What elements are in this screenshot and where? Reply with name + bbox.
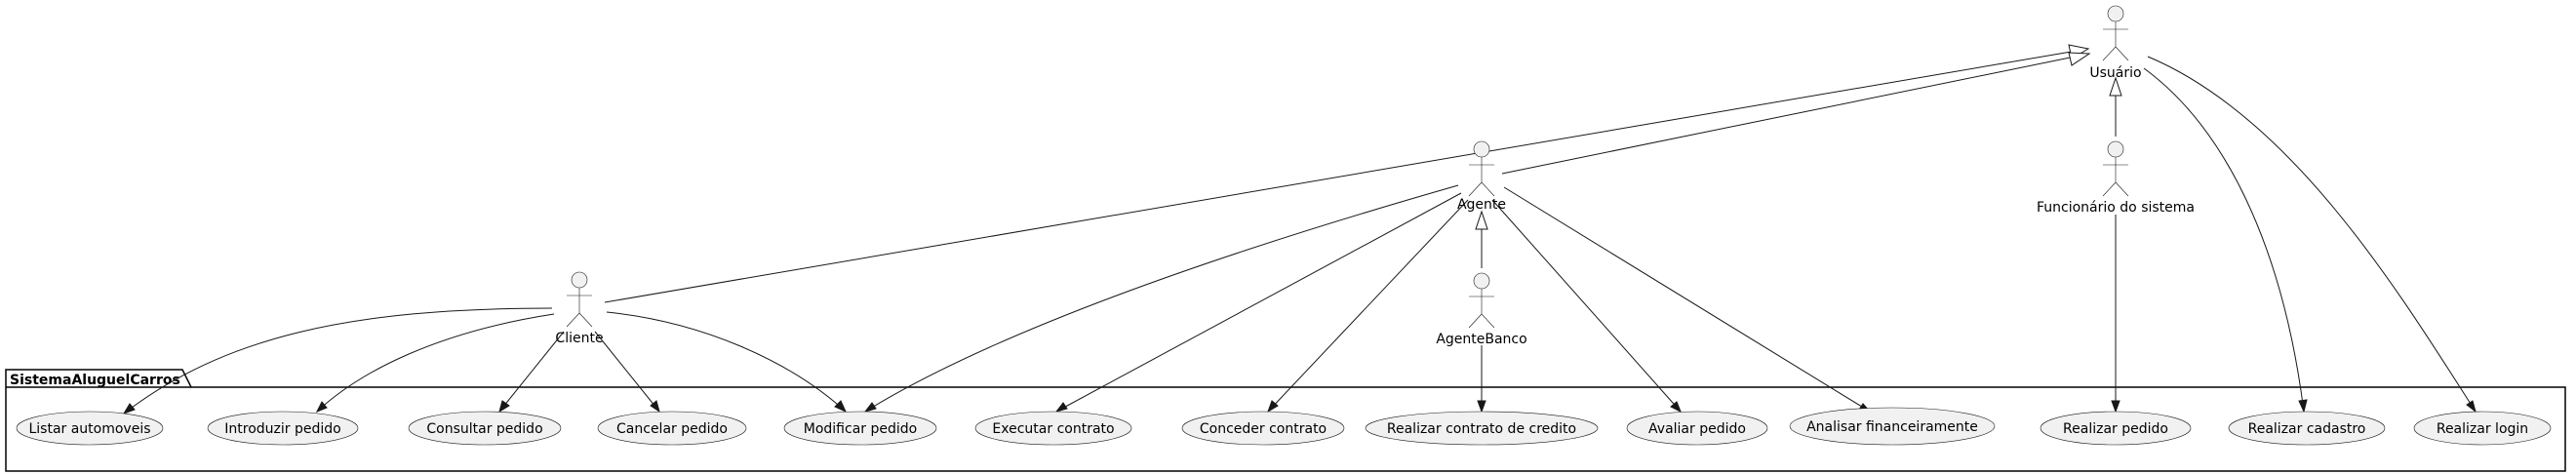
agente-to-modificar — [864, 184, 1459, 413]
use-case-realizar-contrato-credito: Realizar contrato de credito — [1365, 411, 1599, 446]
actor-cliente: Cliente — [555, 271, 604, 346]
generalization-head — [2068, 52, 2091, 66]
system-package: SistemaAluguelCarros — [5, 369, 2566, 472]
use-case-label: Conceder contrato — [1200, 421, 1327, 437]
actor-agente-label: Agente — [1457, 197, 1506, 213]
use-case-label: Realizar contrato de credito — [1387, 421, 1576, 437]
use-case-label: Realizar cadastro — [2248, 421, 2366, 437]
package-title: SistemaAluguelCarros — [10, 373, 180, 388]
agente-to-analisar — [1503, 186, 1871, 413]
usuario-to-cadastro — [2143, 67, 2305, 413]
cliente-to-listar — [123, 307, 553, 415]
generalization-head — [1475, 210, 1488, 230]
use-case-label: Realizar login — [2437, 421, 2528, 437]
use-case-consultar-pedido: Consultar pedido — [408, 411, 562, 446]
agente-to-conceder — [1267, 199, 1469, 413]
use-case-label: Avaliar pedido — [1648, 421, 1746, 437]
cliente-to-cancelar — [594, 331, 660, 413]
use-cases: Listar automoveis Introduzir pedido Cons… — [16, 407, 2552, 446]
agente-to-executar — [1055, 192, 1462, 413]
agente-generalizes-usuario — [1501, 53, 2090, 175]
use-case-label: Consultar pedido — [426, 421, 542, 437]
generalization-head — [2109, 76, 2122, 97]
use-case-label: Introduzir pedido — [224, 421, 340, 437]
usuario-to-login — [2147, 56, 2477, 413]
actor-usuario: Usuário — [2089, 5, 2142, 81]
actor-agentebanco-label: AgenteBanco — [1436, 332, 1526, 347]
use-case-analisar-financeiramente: Analisar financeiramente — [1789, 407, 1996, 446]
use-case-introduzir-pedido: Introduzir pedido — [207, 411, 359, 446]
relationships — [122, 44, 2477, 415]
use-case-label: Listar automoveis — [28, 421, 150, 437]
agente-to-avaliar — [1491, 199, 1682, 413]
use-case-realizar-pedido: Realizar pedido — [2040, 411, 2192, 446]
use-case-conceder-contrato: Conceder contrato — [1181, 411, 1345, 446]
cliente-to-modificar — [606, 311, 847, 413]
use-case-label: Realizar pedido — [2063, 421, 2168, 437]
use-case-label: Executar contrato — [992, 421, 1114, 437]
actor-agentebanco: AgenteBanco — [1436, 272, 1527, 347]
use-case-realizar-login: Realizar login — [2413, 411, 2552, 446]
use-case-listar-automoveis: Listar automoveis — [16, 411, 164, 446]
use-case-realizar-cadastro: Realizar cadastro — [2228, 411, 2386, 446]
actor-funcionario: Funcionário do sistema — [2037, 140, 2195, 216]
actor-funcionario-label: Funcionário do sistema — [2037, 200, 2195, 216]
actor-usuario-label: Usuário — [2089, 65, 2141, 81]
cliente-to-consultar — [498, 331, 565, 413]
actor-agente: Agente — [1457, 140, 1506, 213]
cliente-generalizes-usuario — [604, 48, 2089, 303]
cliente-to-introduzir — [316, 313, 555, 413]
use-case-label: Analisar financeiramente — [1806, 419, 1978, 435]
use-case-avaliar-pedido: Avaliar pedido — [1626, 411, 1768, 446]
use-case-label: Modificar pedido — [804, 421, 917, 437]
use-case-modificar-pedido: Modificar pedido — [783, 411, 937, 446]
use-case-label: Cancelar pedido — [616, 421, 728, 437]
use-case-executar-contrato: Executar contrato — [974, 411, 1132, 446]
actor-cliente-label: Cliente — [555, 331, 603, 346]
use-case-cancelar-pedido: Cancelar pedido — [597, 411, 747, 446]
